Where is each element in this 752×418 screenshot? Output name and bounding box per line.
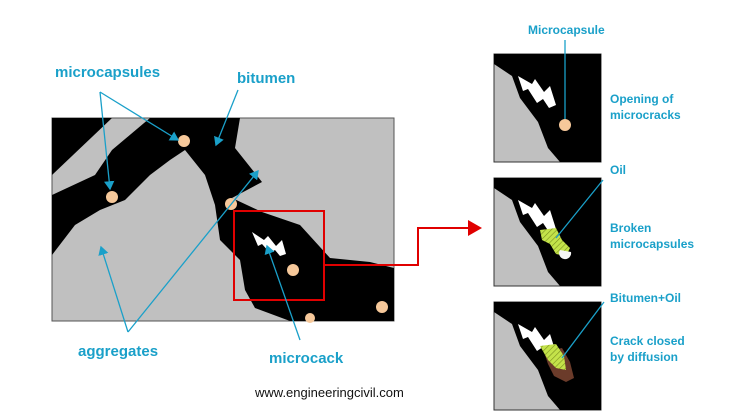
panel2-caption-line2: microcapsules [610, 237, 694, 251]
microcapsule-dot [376, 301, 388, 313]
pointer-lines [98, 89, 301, 341]
pointer-microcapsules-b [99, 91, 115, 191]
pointer-aggregates-b [127, 169, 259, 333]
oil-fill [540, 228, 570, 256]
panel-broken [493, 177, 604, 287]
bitumen-binder-path [52, 118, 394, 321]
zoom-connector-arrow [324, 220, 482, 266]
pointer-microcapsules-a [99, 91, 180, 141]
panel3-title: Bitumen+Oil [610, 291, 681, 305]
panel1-title: Microcapsule [528, 23, 605, 37]
label-microcapsules: microcapsules [55, 64, 160, 81]
microcapsule-dot [178, 135, 190, 147]
pointer-bitumen [214, 89, 239, 147]
pointer-panel2-oil [555, 179, 604, 239]
pointer-panel3 [561, 301, 605, 359]
main-schematic [51, 117, 482, 323]
pointer-microcrack [264, 244, 301, 341]
pointer-aggregates-a [98, 245, 129, 333]
zoom-highlight-box [233, 210, 325, 301]
source-watermark: www.engineeringcivil.com [254, 385, 404, 400]
panel1-caption-line1: Opening of [610, 92, 674, 106]
microcapsule-dot [106, 191, 118, 203]
panel3-caption-line2: by diffusion [610, 350, 678, 364]
label-aggregates: aggregates [78, 343, 158, 360]
panel-opening [493, 40, 602, 163]
microcapsule-dot [287, 264, 299, 276]
label-microcrack: microcack [269, 350, 344, 367]
panel2-oil-label: Oil [610, 163, 626, 177]
panel-closed [493, 301, 605, 411]
label-bitumen: bitumen [237, 70, 295, 87]
microcapsule-dot [305, 313, 315, 323]
panel1-caption-line2: microcracks [610, 108, 681, 122]
bitumen-upper-left [52, 118, 112, 175]
panel3-caption-line1: Crack closed [610, 334, 685, 348]
microcrack-shape [252, 232, 286, 256]
panel2-caption-line1: Broken [610, 221, 651, 235]
